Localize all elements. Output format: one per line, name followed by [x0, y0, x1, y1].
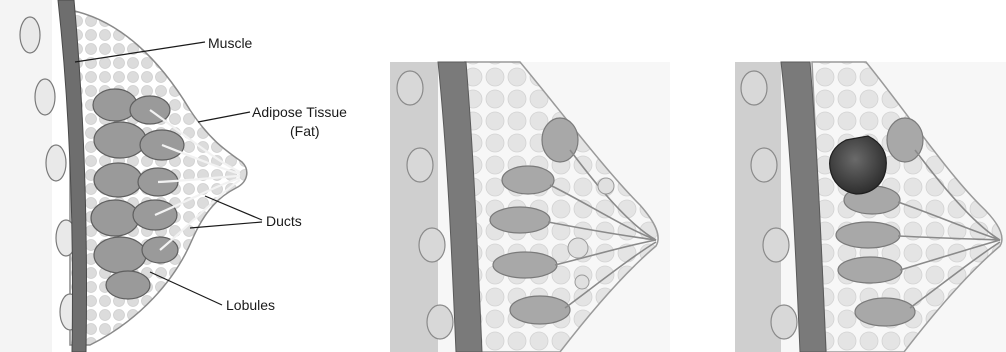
- rib-bone: [763, 228, 789, 262]
- rib-bone: [397, 71, 423, 105]
- chest-wall: [0, 0, 52, 352]
- lobule-cluster: [493, 252, 557, 278]
- lobule: [94, 122, 146, 158]
- lobule-cluster: [510, 296, 570, 324]
- lobule-cluster: [836, 222, 900, 248]
- rib-bone: [771, 305, 797, 339]
- rib-bone: [407, 148, 433, 182]
- adipose-label-sub: (Fat): [290, 123, 320, 139]
- lobule-cluster: [490, 207, 550, 233]
- duct-nodule: [598, 178, 614, 194]
- adipose-leader: [198, 112, 250, 122]
- rib-bone: [419, 228, 445, 262]
- panel-tumor-tissue: [735, 62, 1006, 352]
- lobule: [94, 163, 142, 197]
- lobule: [106, 271, 150, 299]
- adipose-label: Adipose Tissue: [252, 104, 347, 120]
- panel-labeled-anatomy: Muscle Adipose Tissue (Fat) Ducts Lobule…: [0, 0, 347, 352]
- lobule-cluster: [855, 298, 915, 326]
- chest-wall: [735, 62, 781, 352]
- lobule: [94, 237, 146, 273]
- lobules-label: Lobules: [226, 297, 275, 313]
- lobule: [93, 89, 137, 121]
- rib-bone: [427, 305, 453, 339]
- lobule-cluster: [502, 166, 554, 194]
- chest-wall: [390, 62, 438, 352]
- tumor-mass: [830, 136, 887, 194]
- rib-bone: [741, 71, 767, 105]
- lobule: [91, 200, 139, 236]
- lobule-cluster: [887, 118, 923, 162]
- rib-bone: [46, 145, 66, 181]
- duct-nodule: [568, 238, 588, 258]
- rib-bone: [20, 17, 40, 53]
- panel-normal-tissue: [390, 62, 670, 352]
- rib-bone: [35, 79, 55, 115]
- lobule-cluster: [838, 257, 902, 283]
- ducts-leader-upper: [205, 196, 262, 220]
- lobule-cluster: [542, 118, 578, 162]
- ducts-label: Ducts: [266, 213, 302, 229]
- duct-nodule: [575, 275, 589, 289]
- muscle-label: Muscle: [208, 35, 253, 51]
- rib-bone: [751, 148, 777, 182]
